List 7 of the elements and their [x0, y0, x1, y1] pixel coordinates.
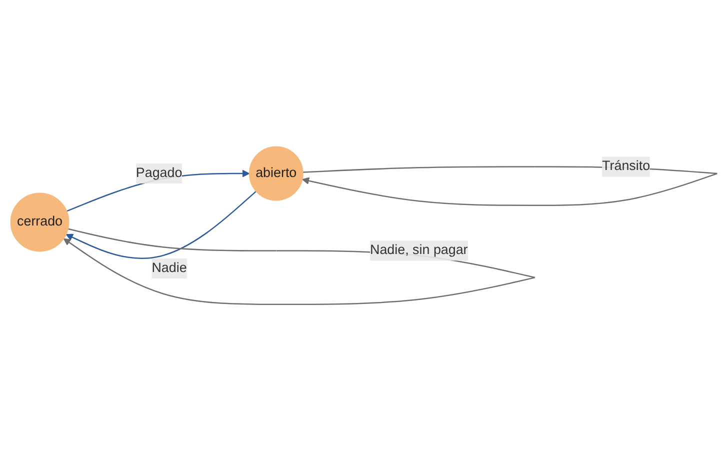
node-circle: abierto	[248, 146, 304, 202]
edge-label: Nadie	[152, 261, 187, 276]
edge-label: Nadie, sin pagar	[370, 244, 468, 258]
edge-label: Tránsito	[602, 160, 650, 174]
arrow	[66, 191, 256, 260]
edge-label: Pagado	[136, 166, 182, 181]
node-circle: cerrado	[10, 193, 70, 252]
